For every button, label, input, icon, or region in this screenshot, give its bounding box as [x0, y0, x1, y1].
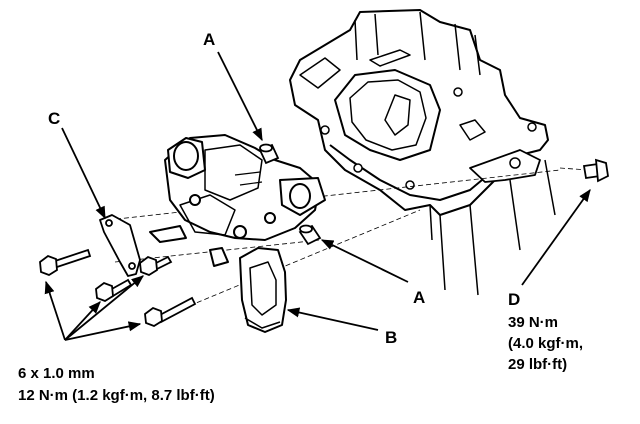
bolt-1 [39, 248, 92, 276]
callout-c: C [48, 109, 60, 128]
bolt-4 [144, 296, 197, 327]
leader-lines [44, 51, 591, 341]
bolt-d [582, 158, 609, 183]
spec-bolts-line2: 12 N·m (1.2 kgf·m, 8.7 lbf·ft) [18, 387, 215, 404]
torque-spec-bolts: 6 x 1.0 mm 12 N·m (1.2 kgf·m, 8.7 lbf·ft… [18, 365, 215, 404]
bolt-3 [139, 255, 173, 276]
dowel-pin-lower [298, 224, 322, 246]
bracket-c [99, 214, 141, 277]
spec-bolts-line1: 6 x 1.0 mm [18, 365, 95, 382]
spec-d-line2: (4.0 kgf·m, [508, 335, 583, 352]
intake-duct-b [239, 247, 287, 333]
dowel-pin-upper [258, 143, 280, 165]
spec-d-line1: 39 N·m [508, 314, 558, 331]
callout-a-bottom: A [413, 288, 425, 307]
callout-d: D [508, 290, 520, 309]
callout-b: B [385, 328, 397, 347]
transmission-housing [289, 9, 556, 296]
spec-d-line3: 29 lbf·ft) [508, 356, 567, 373]
callout-a-top: A [203, 30, 215, 49]
valve-assembly [149, 134, 326, 267]
torque-spec-d: 39 N·m (4.0 kgf·m, 29 lbf·ft) [508, 314, 583, 373]
